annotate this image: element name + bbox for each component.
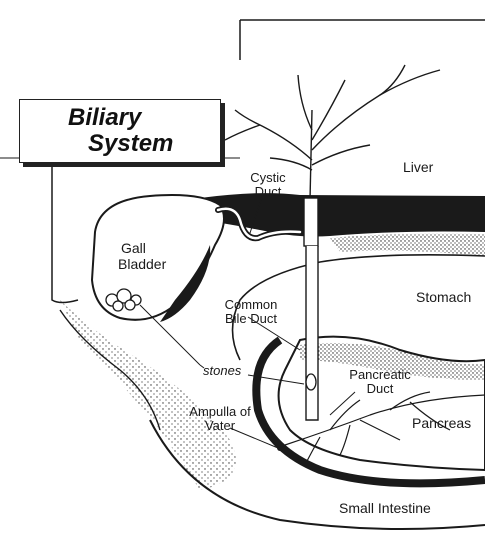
left-body-outline	[52, 140, 78, 303]
label-ampulla-2: Vater	[180, 418, 260, 433]
label-common-bile-duct-1: Common	[213, 297, 289, 312]
label-small-intestine: Small Intestine	[339, 501, 431, 516]
duct-stone	[306, 374, 316, 390]
label-gall-bladder-1: Gall	[121, 241, 146, 256]
ampulla-dot	[277, 445, 283, 451]
label-stones: stones	[203, 363, 241, 378]
label-common-bile-duct-2: Bile Duct	[213, 311, 289, 326]
label-stomach: Stomach	[416, 290, 471, 305]
label-cystic-duct-2: Duct	[248, 184, 288, 199]
title-line-1: Biliary	[68, 105, 141, 131]
label-gall-bladder-2: Bladder	[118, 257, 166, 272]
label-pancreas: Pancreas	[412, 416, 471, 431]
label-liver: Liver	[403, 160, 433, 175]
title-box: Biliary System	[19, 99, 221, 163]
shadow-stipple	[60, 300, 236, 490]
hepatic-duct-tube	[304, 198, 318, 246]
title-line-2: System	[88, 131, 173, 157]
label-ampulla-1: Ampulla of	[180, 404, 260, 419]
label-pancreatic-duct-2: Duct	[335, 381, 425, 396]
label-pancreatic-duct-1: Pancreatic	[335, 367, 425, 382]
liver-underside-stipple	[330, 234, 485, 257]
label-cystic-duct-1: Cystic	[248, 170, 288, 185]
common-bile-duct	[306, 246, 318, 420]
